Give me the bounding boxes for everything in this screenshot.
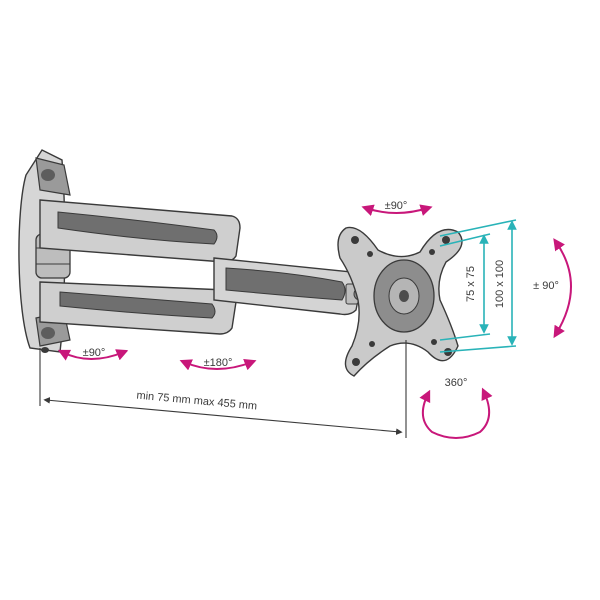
swivel-left-arrow xyxy=(57,349,129,361)
tilt-top-arrow xyxy=(361,204,433,216)
upper-arm xyxy=(39,199,241,263)
rotation-plate-arrow xyxy=(419,387,493,439)
vesa-100-label: 100 x 100 xyxy=(494,260,506,308)
swivel-left-label: ±90° xyxy=(83,347,106,359)
extension-label: min 75 mm max 455 mm xyxy=(136,390,258,413)
rotation-right-arrow xyxy=(553,238,572,339)
vesa-plate xyxy=(337,226,463,377)
tilt-top-label: ±90° xyxy=(385,200,408,212)
rotation-plate-label: 360° xyxy=(445,377,468,389)
extension-dimension xyxy=(39,340,407,438)
vesa-75-label: 75 x 75 xyxy=(465,266,477,302)
swivel-middle-arrow xyxy=(179,359,257,371)
vesa-dimensions xyxy=(439,219,517,353)
rotation-right-label: ± 90° xyxy=(533,280,559,292)
forearm xyxy=(213,257,367,316)
swivel-middle-label: ±180° xyxy=(204,357,233,369)
lower-arm xyxy=(39,281,237,335)
